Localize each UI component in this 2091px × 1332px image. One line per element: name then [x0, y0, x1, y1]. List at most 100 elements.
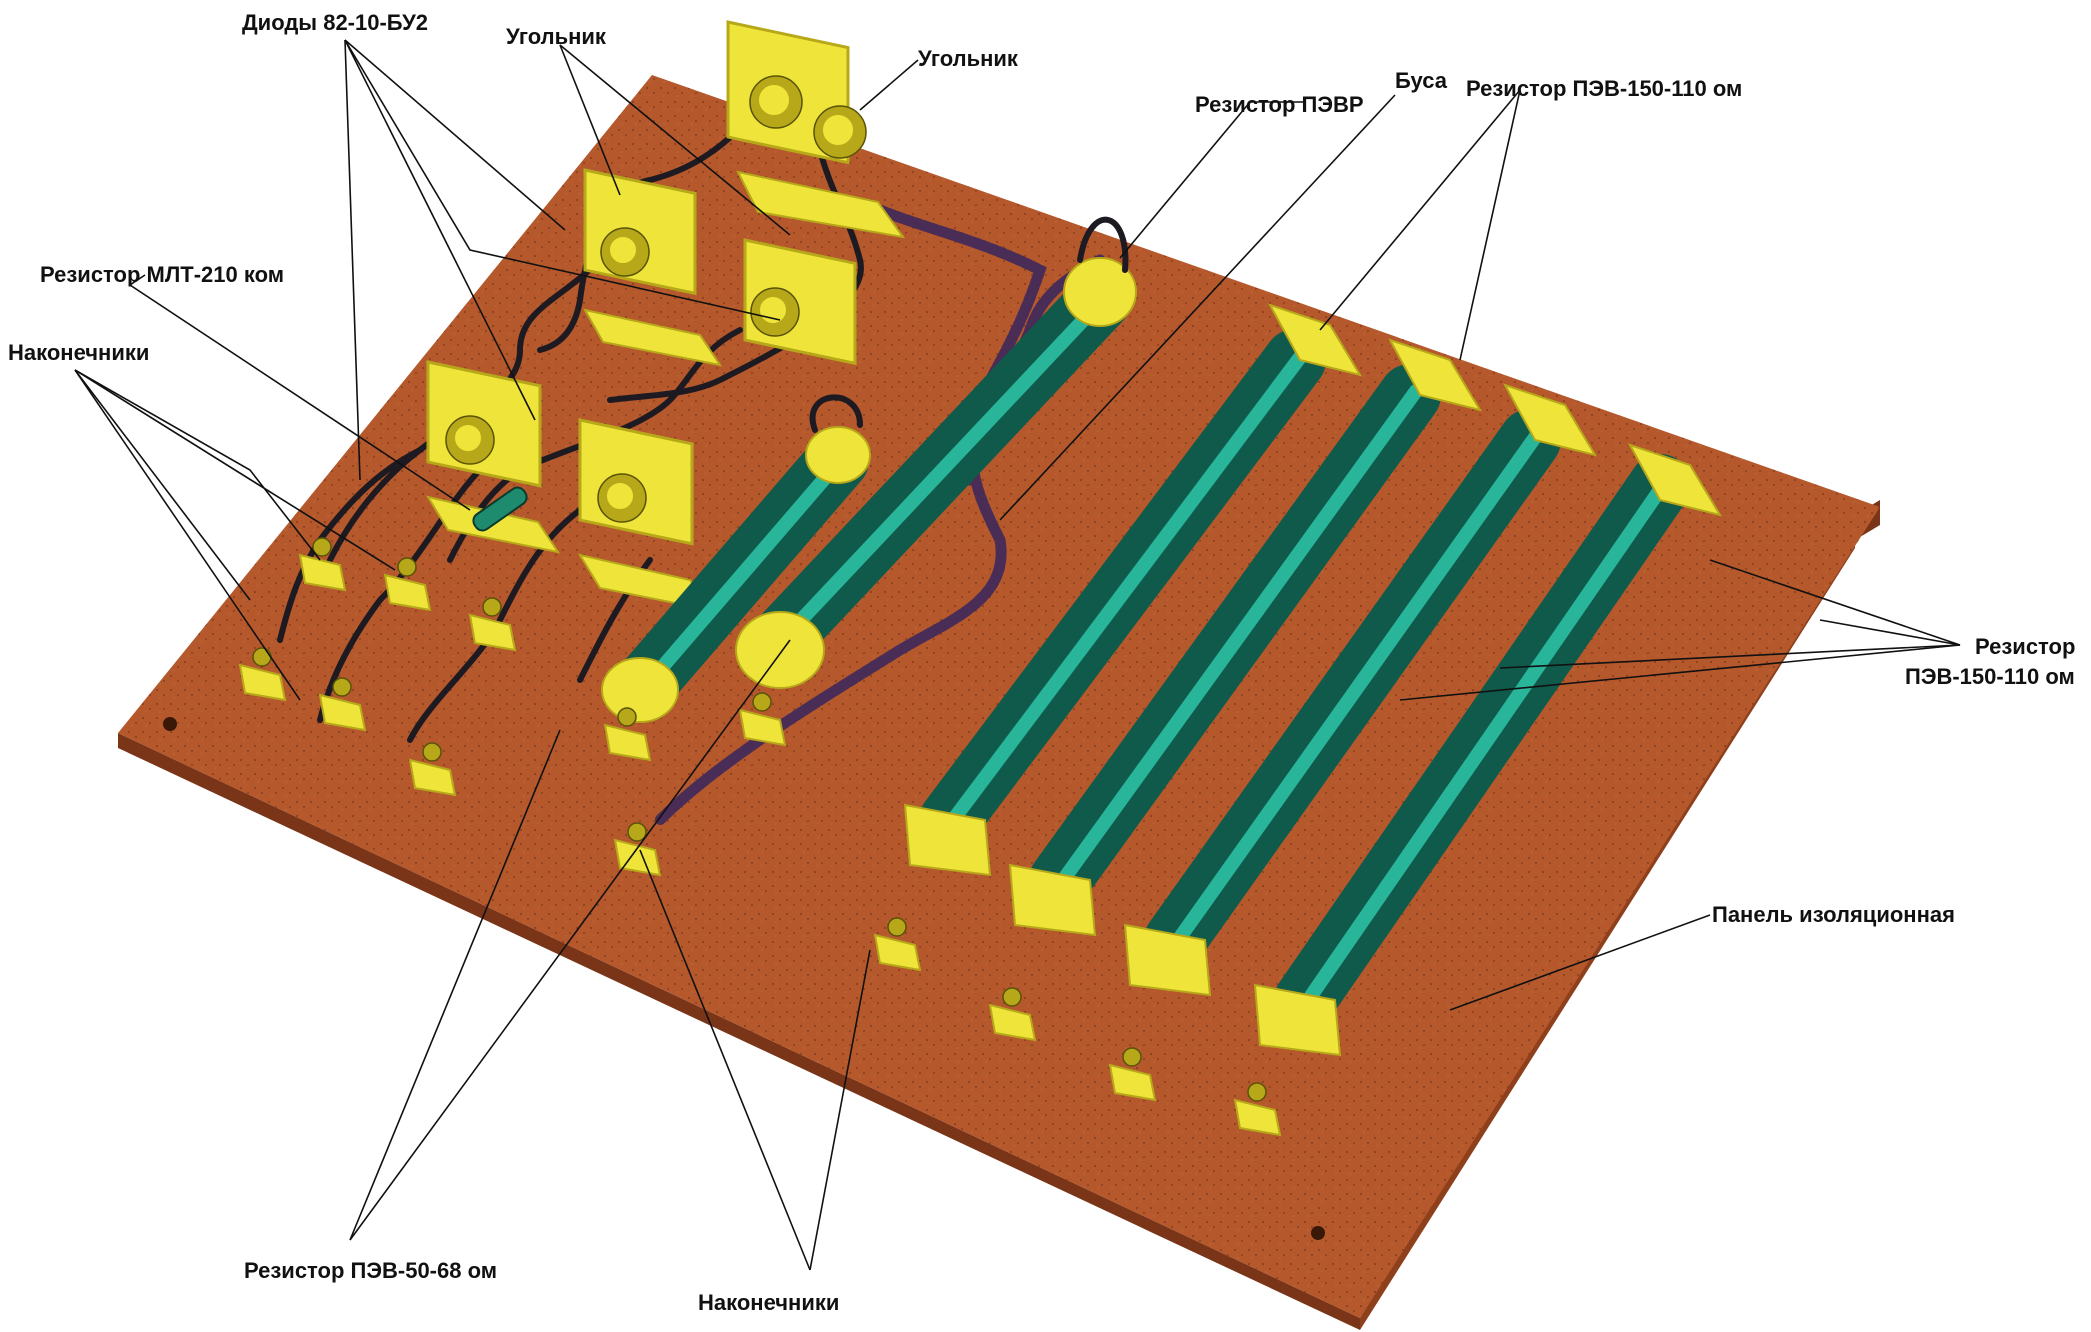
- angle-foot: [736, 170, 906, 239]
- diode-angle-unit: [577, 418, 713, 612]
- resistor-highlight: [1174, 429, 1543, 943]
- leader-line: [128, 274, 471, 511]
- resistor-mount: [1627, 443, 1723, 517]
- resistor-pev50: [601, 394, 871, 723]
- insulating-panel: [118, 75, 1880, 1330]
- label-diodes: Диоды 82-10-БУ2: [242, 10, 428, 35]
- resistor-mount: [1502, 383, 1598, 457]
- leader-line: [344, 39, 536, 421]
- leader-line: [1459, 89, 1521, 361]
- leader-line: [1709, 559, 1961, 646]
- heatsink-plate: [583, 168, 697, 296]
- resistor-highlight: [1059, 384, 1423, 883]
- leader-line: [639, 849, 811, 1271]
- diode-body: [758, 295, 788, 325]
- leader-line: [1449, 914, 1711, 1011]
- leader-line: [74, 369, 396, 571]
- leader-line: [1399, 644, 1961, 701]
- label-busa: Буса: [1395, 68, 1448, 93]
- leader-line: [74, 369, 301, 701]
- diode-angle-unit: [726, 20, 906, 239]
- diode-body: [757, 83, 791, 117]
- callout-labels: Диоды 82-10-БУ2 Угольник Угольник Резист…: [8, 10, 2075, 1315]
- resistor-pev150: [1123, 383, 1598, 997]
- resistor-mlt: [472, 486, 528, 532]
- angle-foot: [583, 308, 723, 367]
- mounting-hole: [163, 717, 177, 731]
- resistor-loop: [809, 394, 863, 433]
- cable-lug: [603, 707, 652, 762]
- leader-line: [859, 59, 919, 111]
- label-tips-bottom: Наконечники: [698, 1290, 839, 1315]
- resistor-end-cap: [1063, 257, 1137, 327]
- diode-body: [605, 481, 635, 511]
- leader-line: [1119, 101, 1303, 259]
- leader-line: [1499, 644, 1961, 669]
- resistor-mount: [1267, 303, 1363, 377]
- cable-lug: [738, 692, 787, 747]
- label-resistor-mlt: Резистор МЛТ-210 ком: [40, 262, 284, 287]
- mounting-hole: [1311, 1226, 1325, 1240]
- cable-lug: [298, 537, 347, 592]
- cable-lug: [383, 557, 432, 612]
- leader-line: [559, 44, 791, 236]
- resistor-pev150: [1008, 338, 1483, 937]
- cable-lug: [873, 917, 922, 972]
- label-resistor-pevr: Резистор ПЭВР: [1195, 92, 1364, 117]
- cable-lug: [1108, 1047, 1157, 1102]
- cable-lug: [318, 677, 367, 732]
- cable-lug: [238, 647, 287, 702]
- leader-line: [809, 949, 871, 1271]
- leader-line: [349, 639, 791, 1241]
- resistor-end-cap: [805, 426, 871, 484]
- resistor-mount: [1123, 923, 1212, 997]
- resistor-end-cap: [601, 657, 679, 723]
- leader-lines: [74, 39, 1961, 1271]
- leader-line: [344, 39, 361, 481]
- leader-line: [1819, 619, 1961, 646]
- label-resistor-pev50: Резистор ПЭВ-50-68 ом: [244, 1258, 497, 1283]
- terminal-lugs: [238, 537, 1282, 1137]
- cable-lug: [408, 742, 457, 797]
- cable-lug: [988, 987, 1037, 1042]
- sleeved-wire: [654, 204, 1047, 826]
- label-resistor-pev150-right-2: ПЭВ-150-110 ом: [1905, 664, 2075, 689]
- label-angle-1: Угольник: [506, 24, 607, 49]
- panel-left-edge: [118, 733, 1360, 1330]
- cable-lug: [468, 597, 517, 652]
- leader-line: [74, 369, 251, 601]
- label-resistor-pev150-top: Резистор ПЭВ-150-110 ом: [1466, 76, 1742, 101]
- panel-speckle: [118, 75, 1880, 1318]
- diode-body: [453, 423, 483, 453]
- diode-angle-unit: [743, 238, 857, 366]
- resistor-mount: [1008, 863, 1097, 937]
- label-panel: Панель изоляционная: [1712, 902, 1955, 927]
- resistor-mount: [903, 803, 992, 877]
- leader-line: [999, 94, 1396, 521]
- resistor-pev150: [903, 303, 1363, 877]
- leader-line: [559, 44, 621, 196]
- label-angle-2: Угольник: [918, 46, 1019, 71]
- resistor-mount: [1253, 983, 1342, 1057]
- diode-angle-unit: [583, 168, 723, 367]
- leader-line: [74, 369, 321, 561]
- leader-line: [349, 729, 561, 1241]
- leader-line: [344, 39, 566, 231]
- label-tips-left: Наконечники: [8, 340, 149, 365]
- resistor-mount: [1387, 338, 1483, 412]
- resistor-pev150: [1253, 443, 1723, 1057]
- diode-body: [821, 113, 855, 147]
- diode-body: [608, 235, 638, 265]
- resistor-highlight: [779, 289, 1113, 643]
- resistor-highlight: [1304, 474, 1673, 1003]
- leader-line: [344, 39, 781, 321]
- cable-lug: [613, 822, 662, 877]
- leader-line: [1319, 89, 1521, 331]
- resistor-highlight: [639, 449, 851, 693]
- cable-lug: [1233, 1082, 1282, 1137]
- label-resistor-pev150-right-1: Резистор: [1975, 634, 2075, 659]
- resistor-highlight: [949, 349, 1308, 823]
- resistor-end-cap: [735, 611, 825, 689]
